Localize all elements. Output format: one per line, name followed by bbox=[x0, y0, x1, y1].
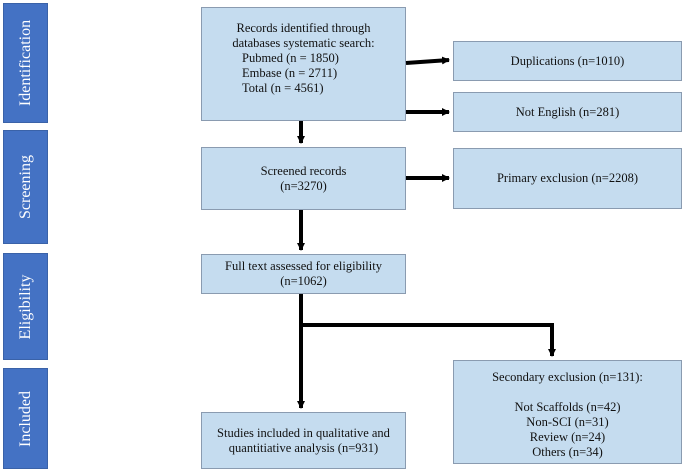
exclusion-not-scaffolds: Not Scaffolds (n=42) bbox=[514, 400, 621, 414]
full-text-line-1: Full text assessed for eligibility bbox=[225, 259, 382, 273]
studies-line-1: Studies included in qualitative and bbox=[217, 425, 390, 440]
screened-line-2: (n=3270) bbox=[280, 178, 327, 193]
primary-exclusion-text: Primary exclusion (n=2208) bbox=[496, 171, 639, 185]
secondary-exclusion-title: Secondary exclusion (n=131): bbox=[492, 370, 643, 384]
exclusion-others: Others (n=34) bbox=[532, 445, 603, 459]
records-line-pubmed: Pubmed (n = 1850) bbox=[242, 51, 339, 65]
screened-line-1: Screened records bbox=[260, 163, 347, 178]
primary-exclusion-box: Primary exclusion (n=2208) bbox=[453, 148, 682, 209]
full-text-box: Full text assessed for eligibility (n=10… bbox=[201, 254, 406, 294]
exclusion-review: Review (n=24) bbox=[529, 430, 606, 444]
studies-included-box: Studies included in qualitative and quan… bbox=[201, 412, 406, 469]
records-line-embase: Embase (n = 2711) bbox=[242, 66, 338, 80]
duplications-text: Duplications (n=1010) bbox=[510, 53, 625, 68]
arrow-to-secondary-exclusion bbox=[301, 323, 556, 357]
phase-screening: Screening bbox=[3, 130, 48, 244]
records-line-total: Total (n = 4561) bbox=[242, 81, 324, 95]
phase-identification: Identification bbox=[3, 3, 48, 123]
phase-eligibility: Eligibility bbox=[3, 253, 48, 360]
records-line-2: databases systematic search: bbox=[232, 36, 375, 50]
records-line-1: Records identified through bbox=[236, 21, 371, 35]
exclusion-non-sci: Non-SCI (n=31) bbox=[526, 415, 609, 429]
records-identified-box: Records identified through databases sys… bbox=[201, 7, 406, 121]
phase-included: Included bbox=[3, 368, 48, 469]
not-english-text: Not English (n=281) bbox=[515, 104, 620, 119]
studies-line-2: quantitiative analysis (n=931) bbox=[228, 440, 379, 455]
full-text-line-2: (n=1062) bbox=[280, 274, 327, 288]
not-english-box: Not English (n=281) bbox=[453, 92, 682, 132]
secondary-exclusion-box: Secondary exclusion (n=131): Not Scaffol… bbox=[453, 360, 682, 464]
screened-records-box: Screened records (n=3270) bbox=[201, 147, 406, 210]
duplications-box: Duplications (n=1010) bbox=[453, 41, 682, 81]
arrow-to-duplications bbox=[405, 56, 450, 65]
